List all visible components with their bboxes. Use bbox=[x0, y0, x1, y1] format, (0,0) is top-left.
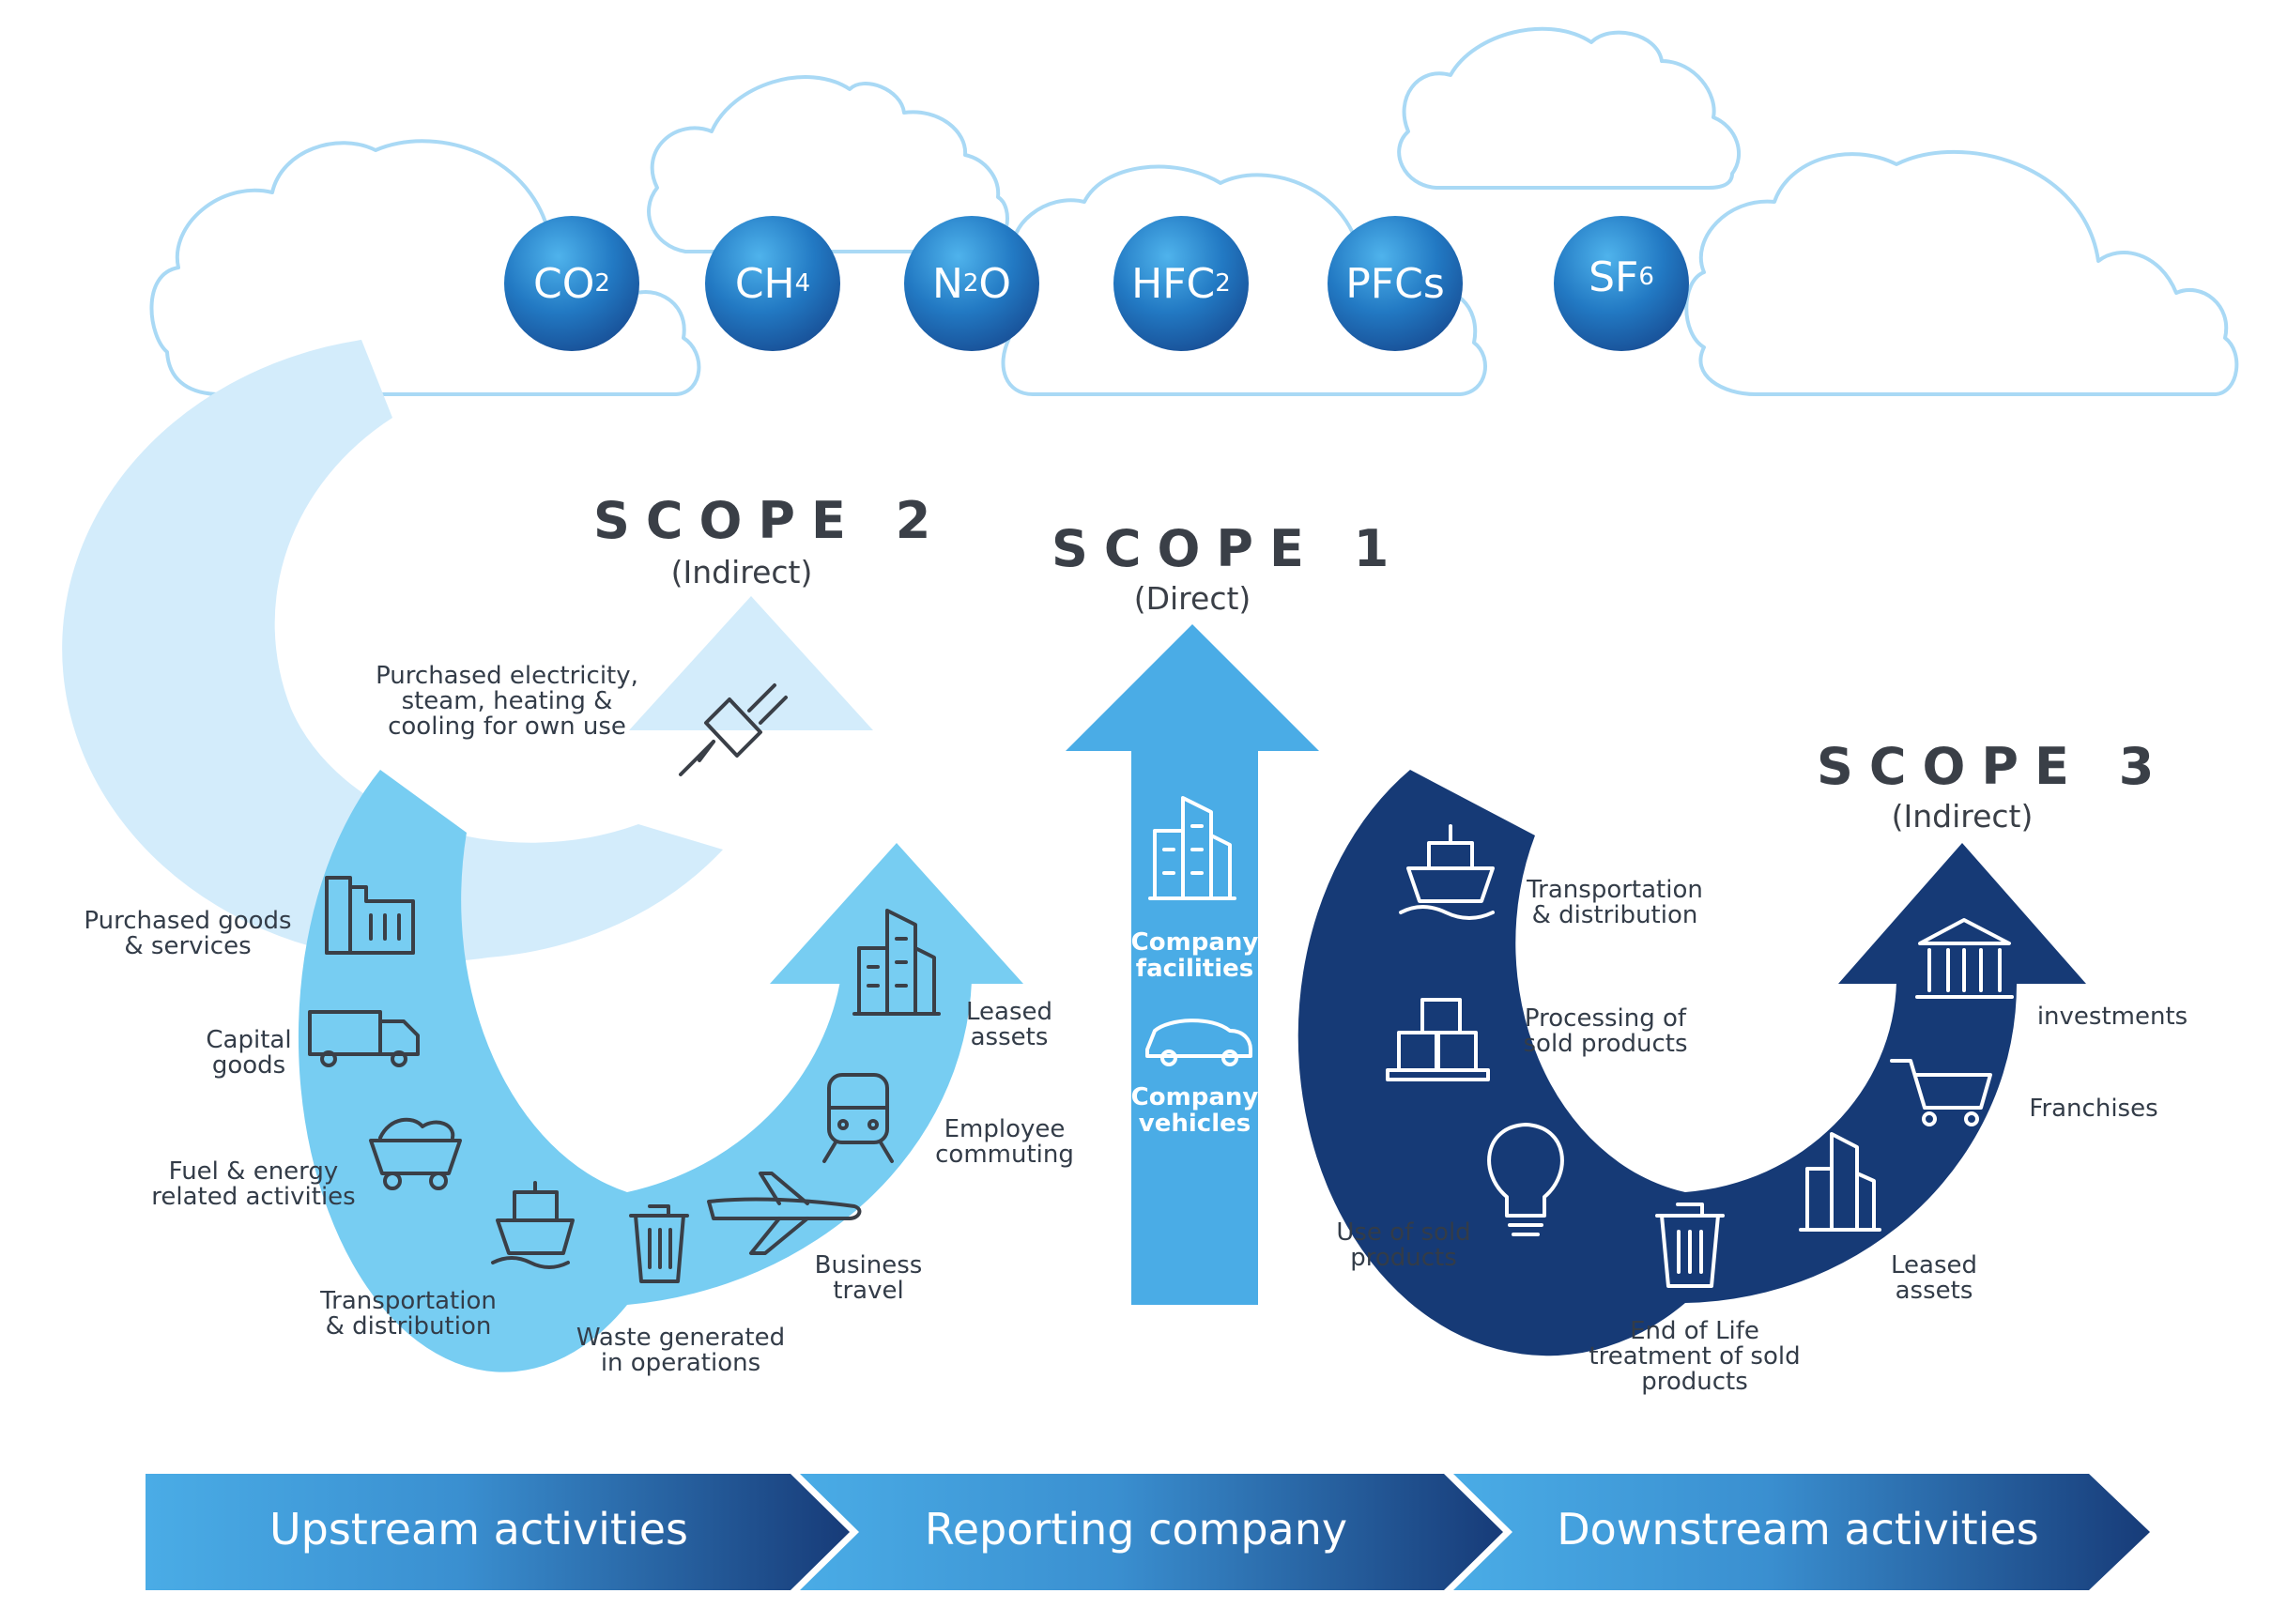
scope3-arrow-head bbox=[1838, 843, 2086, 984]
car-icon bbox=[1145, 1019, 1252, 1066]
scope2-item-label: Purchased electricity, steam, heating & … bbox=[376, 662, 638, 741]
label-business-travel: Business travel bbox=[814, 1251, 923, 1305]
trash-icon bbox=[629, 1204, 689, 1283]
airplane-icon bbox=[707, 1172, 862, 1255]
scope1-arrow bbox=[1066, 624, 1319, 1305]
cloud-4 bbox=[1397, 26, 1742, 190]
bank-icon bbox=[1915, 918, 2014, 999]
stage-upstream-label: Upstream activities bbox=[269, 1504, 689, 1555]
scope2-subtitle: (Indirect) bbox=[670, 554, 813, 590]
gas-label-pfcs: PFCs bbox=[1345, 259, 1445, 308]
gas-circle-n2o bbox=[904, 216, 1039, 351]
band-upstream bbox=[146, 1474, 850, 1590]
cloud-2 bbox=[647, 75, 1009, 253]
label-company-facilities: Company facilities bbox=[1130, 928, 1259, 983]
label-purchased-goods: Purchased goods & services bbox=[84, 907, 292, 960]
scope1-arrow-head bbox=[1066, 624, 1319, 751]
label-downstream-transportation: Transportation & distribution bbox=[1527, 876, 1703, 929]
lightbulb-icon bbox=[1487, 1123, 1564, 1236]
label-franchises: Franchises bbox=[2029, 1095, 2158, 1123]
label-investments: investments bbox=[2036, 1003, 2188, 1031]
band-downstream bbox=[1453, 1474, 2150, 1590]
factory-icon bbox=[325, 876, 415, 955]
buildings-icon bbox=[852, 909, 941, 1016]
downstream-buildings-icon bbox=[1799, 1132, 1881, 1232]
label-waste: Waste generated in operations bbox=[576, 1324, 786, 1377]
gas-circle-sf6 bbox=[1554, 216, 1689, 351]
scope3-subtitle: (Indirect) bbox=[1891, 798, 2034, 835]
plug-icon bbox=[679, 683, 788, 776]
scope2-arrow-head bbox=[629, 596, 873, 730]
shopping-cart-icon bbox=[1890, 1059, 1992, 1126]
stage-downstream-label: Downstream activities bbox=[1557, 1504, 2039, 1555]
gas-circle-ch4 bbox=[705, 216, 840, 351]
gas-circle-co2 bbox=[504, 216, 639, 351]
truck-icon bbox=[308, 1010, 420, 1067]
label-company-vehicles: Company vehicles bbox=[1130, 1083, 1259, 1138]
scope1-subtitle: (Direct) bbox=[1133, 580, 1251, 617]
label-upstream-transportation: Transportation & distribution bbox=[320, 1287, 497, 1341]
label-capital-goods: Capital goods bbox=[206, 1026, 292, 1080]
label-fuel-energy: Fuel & energy related activities bbox=[151, 1157, 356, 1211]
coal-cart-icon bbox=[369, 1117, 462, 1190]
scope2-arrow bbox=[62, 340, 873, 963]
cloud-5 bbox=[1684, 149, 2239, 396]
train-icon bbox=[822, 1073, 894, 1163]
scope2-arrow-body bbox=[62, 340, 723, 963]
boxes-icon bbox=[1386, 998, 1490, 1081]
band-reporting bbox=[800, 1474, 1503, 1590]
gas-circle-pfcs bbox=[1328, 216, 1463, 351]
downstream-trash-icon bbox=[1655, 1203, 1725, 1288]
scope2-title: SCOPE 2 bbox=[593, 491, 947, 550]
gas-circles bbox=[504, 216, 1689, 351]
label-use-of-sold: Use of sold products bbox=[1336, 1218, 1471, 1272]
ship-icon bbox=[491, 1181, 575, 1269]
label-upstream-leased-assets: Leased assets bbox=[965, 998, 1052, 1051]
label-end-of-life: End of Life treatment of sold products bbox=[1589, 1317, 1801, 1396]
gas-circle-hfc bbox=[1113, 216, 1249, 351]
stage-reporting-label: Reporting company bbox=[924, 1504, 1348, 1555]
label-processing: Processing of sold products bbox=[1523, 1004, 1688, 1058]
facility-buildings-icon bbox=[1148, 796, 1236, 900]
downstream-ship-icon bbox=[1399, 824, 1495, 920]
label-downstream-leased-assets: Leased assets bbox=[1890, 1251, 1977, 1305]
scope1-arrow-body bbox=[1131, 746, 1258, 1305]
label-employee-commuting: Employee commuting bbox=[935, 1115, 1074, 1169]
activity-band bbox=[146, 1474, 2150, 1590]
scope1-title: SCOPE 1 bbox=[1052, 519, 1405, 578]
scope3-title: SCOPE 3 bbox=[1817, 737, 2171, 796]
